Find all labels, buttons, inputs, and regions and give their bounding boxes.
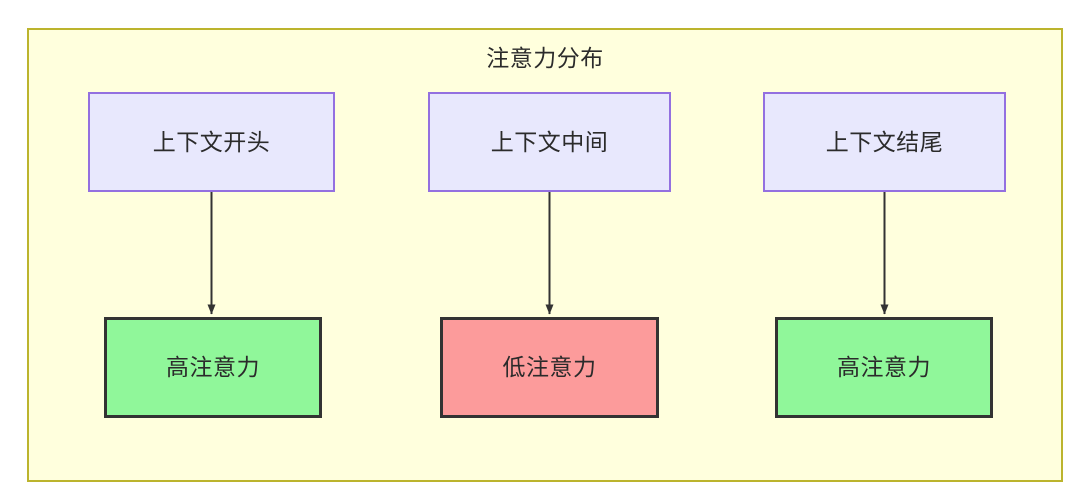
- node-attention-high-end[interactable]: 高注意力: [775, 317, 993, 418]
- node-context-end[interactable]: 上下文结尾: [763, 92, 1006, 192]
- subgraph-title: 注意力分布: [486, 45, 604, 71]
- node-attention-high-start[interactable]: 高注意力: [104, 317, 322, 418]
- node-context-middle[interactable]: 上下文中间: [428, 92, 671, 192]
- node-attention-low-middle[interactable]: 低注意力: [440, 317, 659, 418]
- node-context-start[interactable]: 上下文开头: [88, 92, 335, 192]
